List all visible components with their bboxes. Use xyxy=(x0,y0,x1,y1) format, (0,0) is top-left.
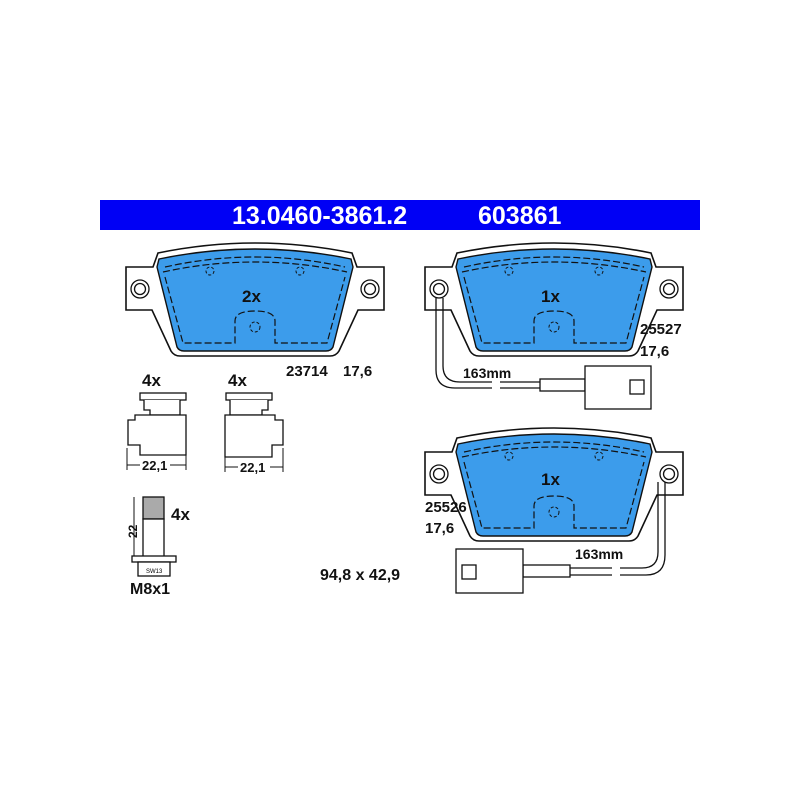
clip-1-dim xyxy=(126,448,187,470)
pad-3-ref: 25526 xyxy=(425,499,467,516)
guide-bolt xyxy=(131,496,177,577)
clip-2-width: 22,1 xyxy=(240,460,265,475)
wear-sensor-wire-2 xyxy=(455,482,666,594)
bolt-length: 22 xyxy=(126,524,140,538)
pad-dimensions: 94,8 x 42,9 xyxy=(320,567,400,584)
pad-3-qty: 1x xyxy=(541,470,560,489)
clip-2-dim xyxy=(224,448,284,472)
pad-1-thickness: 17,6 xyxy=(343,363,372,380)
clip-2-qty: 4x xyxy=(228,371,247,390)
bolt-wrench-size: SW13 xyxy=(146,569,163,575)
pad-3-thickness: 17,6 xyxy=(425,520,454,537)
clip-1 xyxy=(127,392,187,456)
pad-1-qty: 2x xyxy=(242,287,261,306)
pad-1-ref: 23714 xyxy=(286,363,328,380)
short-number: 603861 xyxy=(478,202,562,230)
clip-1-width: 22,1 xyxy=(142,458,167,473)
clip-2 xyxy=(224,392,284,458)
wear-sensor-wire-1 xyxy=(435,298,652,410)
pad-2-ref: 25527 xyxy=(640,321,682,338)
bolt-qty: 4x xyxy=(171,505,190,524)
pad-2-qty: 1x xyxy=(541,287,560,306)
wire-length-2: 163mm xyxy=(575,546,623,562)
clip-1-qty: 4x xyxy=(142,371,161,390)
part-number: 13.0460-3861.2 xyxy=(232,202,407,230)
pad-2-thickness: 17,6 xyxy=(640,343,669,360)
wire-length-1: 163mm xyxy=(463,365,511,381)
bolt-thread: M8x1 xyxy=(130,581,170,598)
title-banner xyxy=(100,200,700,230)
